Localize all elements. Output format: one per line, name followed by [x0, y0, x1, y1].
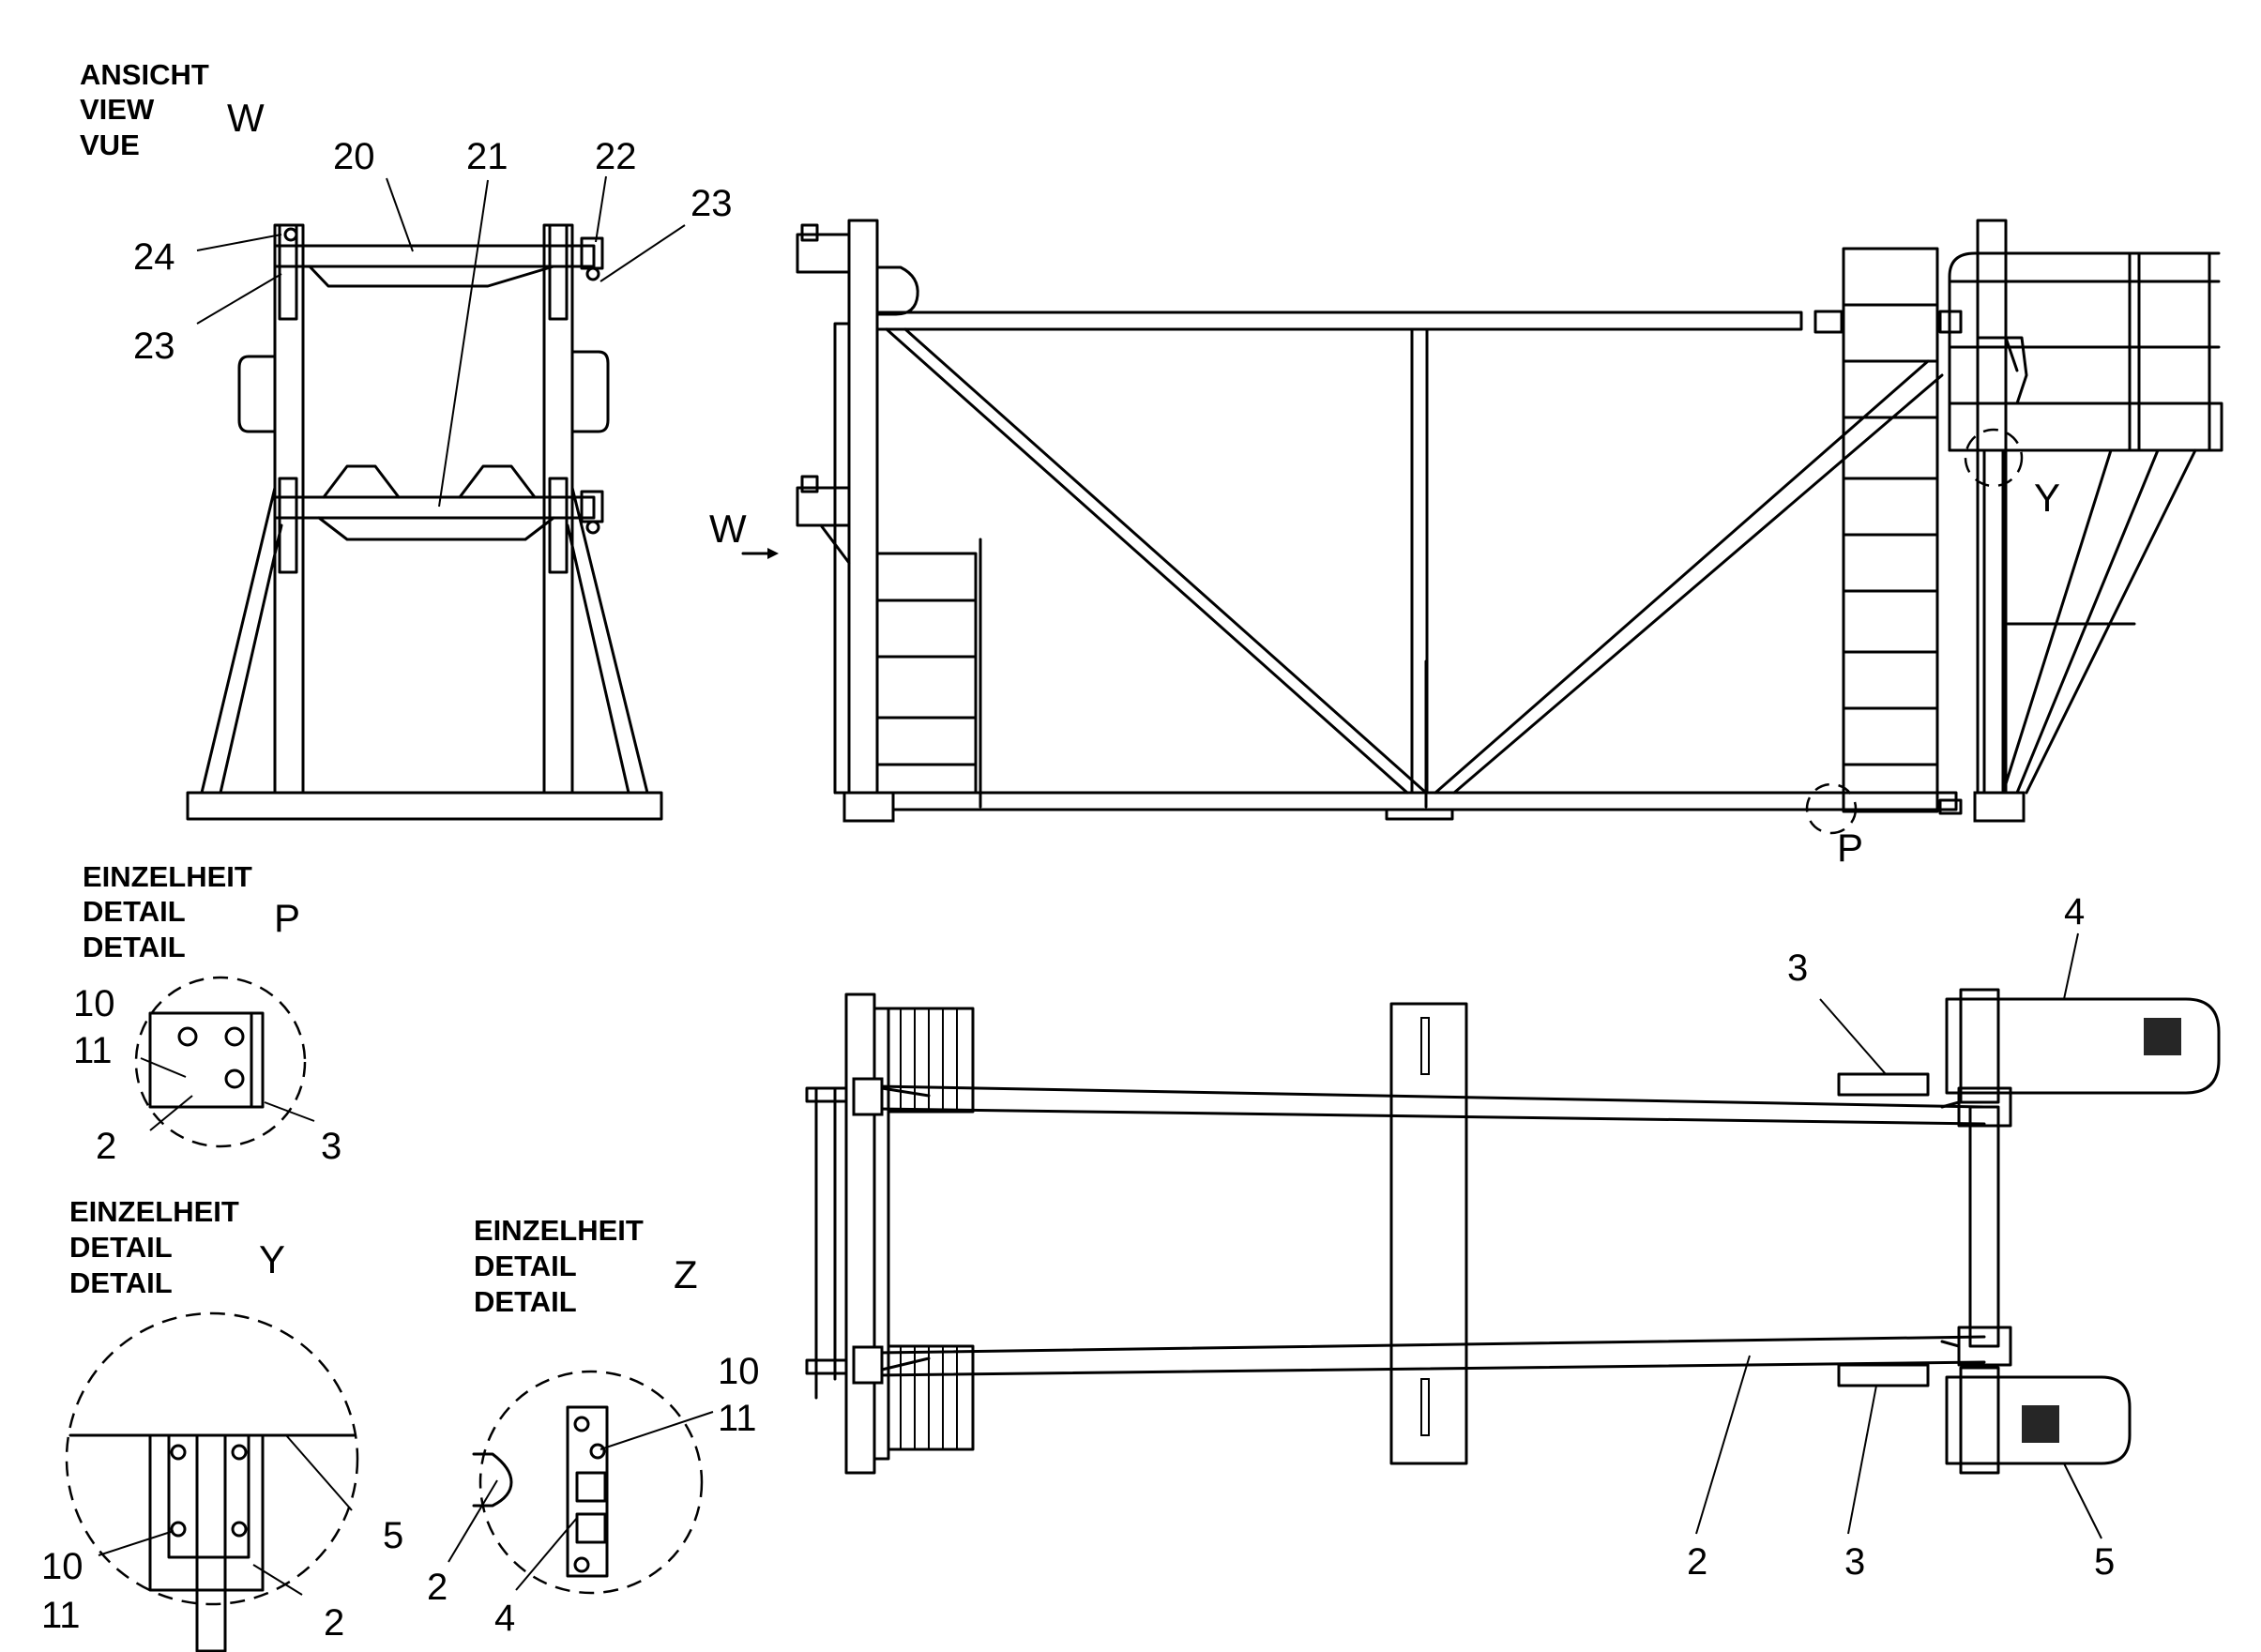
detail-y-marker-letter: Y [2034, 476, 2060, 520]
view-w-drawing [186, 223, 663, 821]
detail-z-drawing [472, 1370, 704, 1595]
header-detail-z-line-2: DETAIL [474, 1250, 577, 1282]
callout-21: 21 [466, 136, 508, 177]
header-detail-z: EINZELHEIT DETAIL DETAIL Z [474, 1214, 698, 1318]
callout-z-10: 10 [718, 1351, 760, 1392]
leader-lines [98, 175, 2102, 1596]
plan-view-drawing [805, 988, 2221, 1475]
header-detail-y: EINZELHEIT DETAIL DETAIL Y [69, 1195, 285, 1299]
callout-24: 24 [133, 236, 175, 278]
header-detail-p-line-1: EINZELHEIT [83, 860, 252, 893]
callout-p-3: 3 [321, 1126, 341, 1167]
header-view-w-line-2: VIEW [80, 93, 155, 126]
callout-p-11: 11 [73, 1030, 113, 1071]
callouts-detail-p: 10 11 2 3 [73, 983, 341, 1167]
callout-plan-5: 5 [2094, 1541, 2115, 1583]
view-w-arrow [741, 548, 779, 559]
detail-p-title-letter: P [274, 896, 300, 940]
callout-plan-3-upper: 3 [1787, 947, 1808, 989]
detail-z-title-letter: Z [674, 1252, 698, 1296]
callout-20: 20 [333, 136, 375, 177]
callout-y-5: 5 [383, 1515, 403, 1556]
callouts-detail-y: 10 11 5 2 [41, 1515, 403, 1644]
header-detail-p: EINZELHEIT DETAIL DETAIL P [83, 860, 300, 963]
callout-p-10: 10 [73, 983, 115, 1024]
callout-23-lower: 23 [133, 326, 175, 367]
callouts-view-w: 20 21 22 23 24 23 [133, 136, 733, 367]
header-view-w-line-3: VUE [80, 129, 140, 161]
side-elevation-drawing [796, 219, 2223, 835]
detail-p-drawing [134, 976, 307, 1148]
callouts-plan: 3 4 2 3 5 [1687, 891, 2115, 1583]
header-detail-p-line-3: DETAIL [83, 931, 186, 963]
header-view-w: ANSICHT VIEW VUE W [80, 58, 265, 161]
callout-y-11: 11 [41, 1595, 81, 1636]
header-detail-z-line-3: DETAIL [474, 1285, 577, 1318]
header-detail-y-line-1: EINZELHEIT [69, 1195, 239, 1228]
header-detail-y-line-2: DETAIL [69, 1231, 173, 1264]
detail-y-title-letter: Y [259, 1237, 285, 1281]
detail-y-drawing [65, 1311, 359, 1652]
callout-p-2: 2 [96, 1126, 116, 1167]
callout-23-upper: 23 [690, 183, 733, 224]
header-detail-z-line-1: EINZELHEIT [474, 1214, 644, 1247]
callout-z-11: 11 [718, 1398, 757, 1439]
callout-plan-4: 4 [2064, 891, 2085, 932]
callout-plan-2: 2 [1687, 1541, 1707, 1583]
callout-z-2: 2 [427, 1567, 448, 1608]
callout-z-4: 4 [494, 1598, 515, 1639]
view-w-title-letter: W [227, 96, 265, 140]
header-view-w-line-1: ANSICHT [80, 58, 209, 91]
callout-plan-3-lower: 3 [1844, 1541, 1865, 1583]
callout-y-2: 2 [324, 1602, 344, 1644]
callouts-detail-z: 10 11 2 4 [427, 1351, 760, 1639]
detail-p-marker-letter: P [1837, 826, 1863, 870]
view-w-arrow-letter: W [709, 507, 747, 551]
callout-22: 22 [595, 136, 637, 177]
header-detail-p-line-2: DETAIL [83, 895, 186, 928]
header-detail-y-line-3: DETAIL [69, 1266, 173, 1299]
callout-y-10: 10 [41, 1546, 83, 1587]
